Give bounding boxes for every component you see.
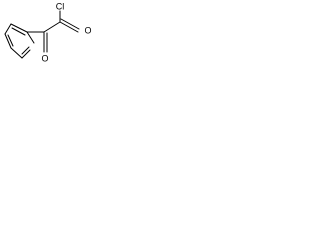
ketone-oxygen-label: O [41,53,48,63]
pyridine-ring [4,23,35,59]
acyl-double-bond-line-2 [60,18,80,30]
ring-bond-c4-c5 [4,33,12,49]
bond-ketone-to-acyl-carbon [43,21,61,33]
ring-bond-c6-n [21,49,31,59]
ring-double-bond-c6-n [21,46,30,55]
ring-double-bond-c4-c5 [7,34,14,47]
acyl-oxygen-label: O [84,25,91,35]
chlorine-label: Cl [56,1,65,11]
ring-bond-c3-c4 [4,23,12,35]
ring-bond-c5-c6 [10,47,23,59]
ring-bond-n-c2 [26,31,35,44]
ring-double-bond-c2-c3 [11,27,26,36]
molecule-structure-diagram: N Cl O O [4,1,92,63]
acyl-double-bond-line-1 [59,21,79,33]
ring-bond-c2-c3 [10,23,28,33]
